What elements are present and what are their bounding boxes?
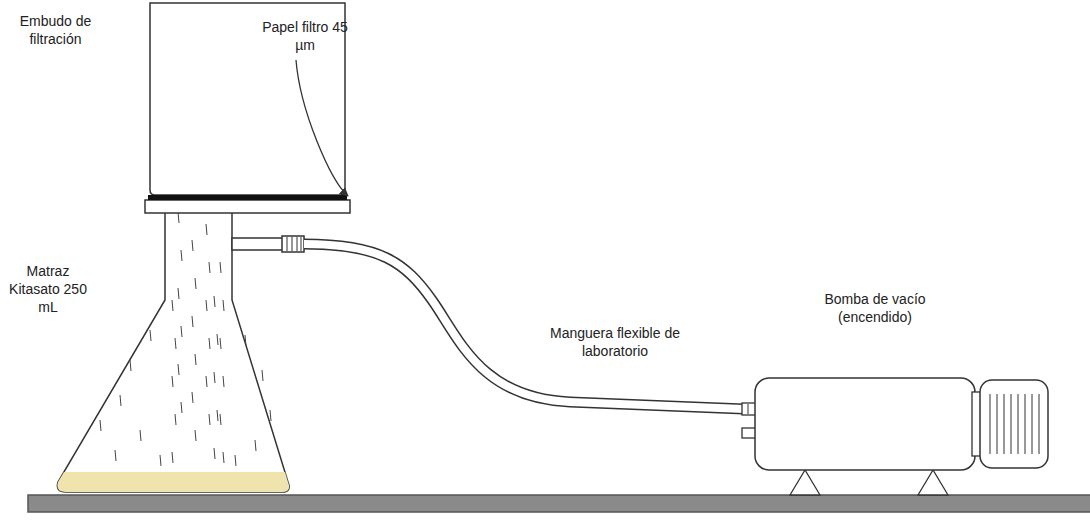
drop — [181, 250, 182, 261]
drop — [172, 376, 173, 387]
drop — [209, 414, 210, 425]
drop — [209, 338, 210, 349]
drop — [192, 392, 193, 403]
drop — [175, 414, 176, 425]
drop — [223, 452, 224, 463]
drop — [178, 364, 179, 375]
side-arm — [232, 238, 284, 250]
fan-fin — [1032, 394, 1033, 454]
drop — [195, 278, 196, 289]
filtrate — [57, 472, 289, 492]
hose-clamp — [282, 236, 304, 252]
drop — [235, 455, 236, 466]
drop — [206, 376, 207, 387]
drop — [172, 452, 173, 463]
part-label: Manguera flexible de laboratorio — [520, 324, 710, 360]
drop — [160, 455, 161, 466]
part-label: Bomba de vacío (encendido) — [800, 290, 950, 326]
drop — [214, 296, 215, 307]
drop — [115, 450, 116, 461]
drop — [262, 370, 263, 381]
drop — [223, 376, 224, 387]
drop — [220, 338, 221, 349]
drop — [195, 354, 196, 365]
drop — [130, 360, 131, 371]
part-label: Papel filtro 45 µm — [262, 18, 348, 54]
fan-fin — [1039, 394, 1040, 454]
drop — [217, 334, 218, 345]
part-label: Matraz Kitasato 250 mL — [8, 262, 88, 317]
hose — [304, 244, 744, 409]
fan-fin — [1018, 394, 1019, 454]
drop — [270, 410, 271, 421]
drop — [192, 240, 193, 251]
drop — [206, 300, 207, 311]
drop — [175, 338, 176, 349]
motor-fan-housing — [980, 380, 1048, 468]
pump-body — [755, 378, 975, 470]
drop — [245, 335, 246, 346]
fan-fins — [990, 394, 1039, 454]
pump-foot — [918, 470, 948, 495]
fan-fin — [990, 394, 991, 454]
drop — [195, 430, 196, 441]
drop — [178, 288, 179, 299]
drop — [220, 262, 221, 273]
fan-fin — [997, 394, 998, 454]
drop — [181, 326, 182, 337]
drop — [172, 300, 173, 311]
drop — [181, 402, 182, 413]
drop — [206, 224, 207, 235]
hose-outline — [304, 244, 744, 409]
drop — [120, 395, 121, 406]
drop — [217, 410, 218, 421]
funnel-collar — [145, 200, 350, 213]
drop — [140, 430, 141, 441]
fan-fin — [1025, 394, 1026, 454]
drop — [255, 440, 256, 451]
kitasato-flask — [57, 212, 289, 492]
bench — [28, 495, 1090, 512]
drop — [223, 300, 224, 311]
drop — [214, 372, 215, 383]
filter-paper — [148, 195, 347, 200]
fan-fin — [1011, 394, 1012, 454]
leader-arrow — [296, 60, 348, 196]
part-label: Embudo de filtración — [8, 12, 103, 48]
drop — [220, 414, 221, 425]
drop — [150, 330, 151, 341]
drop — [209, 262, 210, 273]
fan-fin — [1004, 394, 1005, 454]
clamp-ribs — [287, 237, 301, 251]
drop — [192, 316, 193, 327]
drop — [100, 420, 101, 431]
drop — [214, 448, 215, 459]
inlet-rib — [748, 404, 749, 414]
pump-foot — [790, 470, 820, 495]
